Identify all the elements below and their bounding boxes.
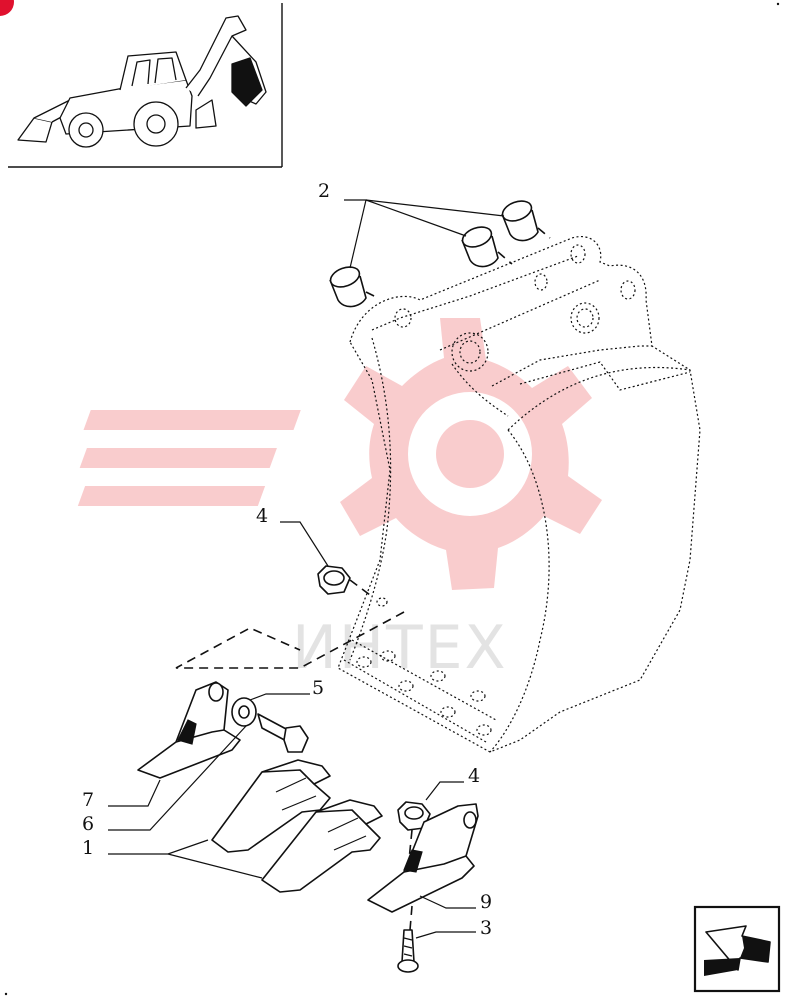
- callout-5: 5: [312, 677, 324, 699]
- callout-2: 2: [318, 180, 330, 202]
- watermark-logo: [77, 318, 602, 590]
- nut-part-upper: [317, 565, 375, 599]
- callout-4-upper: 4: [256, 505, 268, 527]
- tooth-shank-part: [211, 759, 383, 893]
- thumbnail-frame: [8, 3, 283, 168]
- bucket-outline: [337, 236, 701, 753]
- bolt-part: [257, 713, 309, 753]
- next-page-arrow-icon[interactable]: [693, 905, 781, 993]
- callout-9: 9: [480, 891, 492, 913]
- leader-lines: [108, 199, 505, 939]
- corner-badge: [0, 0, 14, 16]
- tooth-adapter-part: [137, 681, 241, 779]
- callout-1: 1: [82, 837, 94, 859]
- callout-4-lower: 4: [468, 765, 480, 787]
- side-adapter-part: [367, 803, 479, 931]
- callout-3: 3: [480, 917, 492, 939]
- screw-part: [397, 929, 419, 973]
- tooth-placement-outline: [175, 611, 405, 669]
- edge-mark: [776, 2, 780, 6]
- nut-part-lower: [397, 801, 431, 871]
- callout-7: 7: [82, 789, 94, 811]
- edge-mark: [4, 992, 8, 996]
- backhoe-loader-thumbnail-icon: [17, 15, 267, 148]
- bushing-part: [329, 200, 551, 308]
- callout-6: 6: [82, 813, 94, 835]
- watermark-text: ИНТЕХ: [292, 613, 508, 683]
